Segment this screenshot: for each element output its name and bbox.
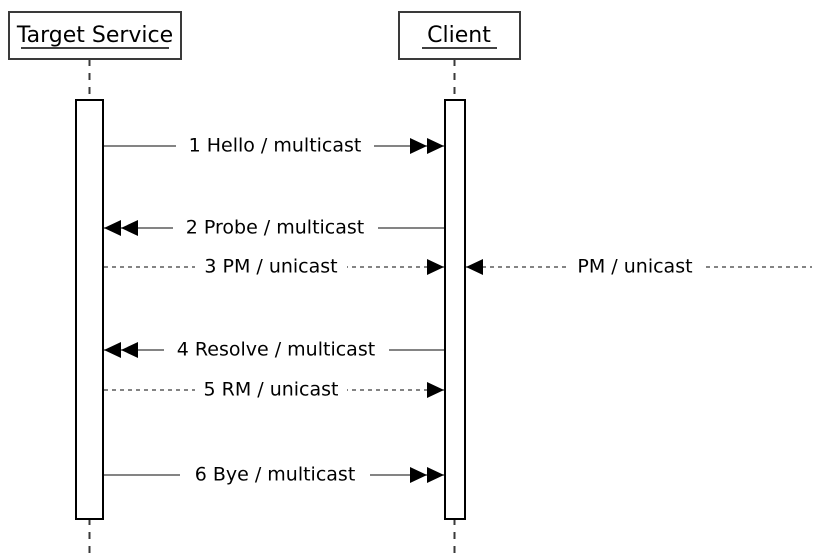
message-hello[interactable]: 1 Hello / multicast [104,134,444,158]
arrowhead-bye-inner [410,467,427,483]
participant-label-client: Client [427,23,491,48]
arrowhead-pm-external [466,259,483,275]
message-label-pm: 3 PM / unicast [204,256,337,278]
message-label-pm-external: PM / unicast [577,256,692,278]
message-label-bg-bye [180,463,370,487]
participant-box-target-service[interactable] [8,11,182,60]
message-probe[interactable]: 2 Probe / multicast [104,216,444,240]
message-label-resolve: 4 Resolve / multicast [177,339,375,361]
lifeline-target-service[interactable]: Target Service [8,11,182,560]
message-label-bg-rm [195,378,347,402]
participant-box-client[interactable] [398,11,521,60]
message-label-bg-pm [195,255,347,279]
lifeline-client[interactable]: Client [398,11,521,560]
arrowhead-hello-inner [410,138,427,154]
message-label-bye: 6 Bye / multicast [195,464,356,486]
arrowhead-hello-outer [427,138,444,154]
message-rm[interactable]: 5 RM / unicast [104,378,444,402]
message-pm-external[interactable]: PM / unicast [466,255,812,279]
arrowhead-bye-outer [427,467,444,483]
arrowhead-resolve-outer [104,342,121,358]
arrowhead-resolve-inner [121,342,138,358]
activation-bar-target-service[interactable] [75,99,104,520]
arrowhead-probe-inner [121,220,138,236]
message-bye[interactable]: 6 Bye / multicast [104,463,444,487]
message-label-probe: 2 Probe / multicast [186,217,365,239]
message-label-bg-hello [176,134,374,158]
message-label-bg-resolve [164,338,389,362]
message-label-hello: 1 Hello / multicast [189,135,362,157]
message-label-bg-pm-external [566,255,703,279]
message-label-bg-probe [173,216,378,240]
participant-label-target-service: Target Service [16,23,173,48]
activation-bar-client[interactable] [444,99,466,520]
arrowhead-pm [427,259,444,275]
message-resolve[interactable]: 4 Resolve / multicast [104,338,444,362]
message-pm[interactable]: 3 PM / unicast [104,255,444,279]
arrowhead-probe-outer [104,220,121,236]
arrowhead-rm [427,382,444,398]
message-label-rm: 5 RM / unicast [203,379,338,401]
